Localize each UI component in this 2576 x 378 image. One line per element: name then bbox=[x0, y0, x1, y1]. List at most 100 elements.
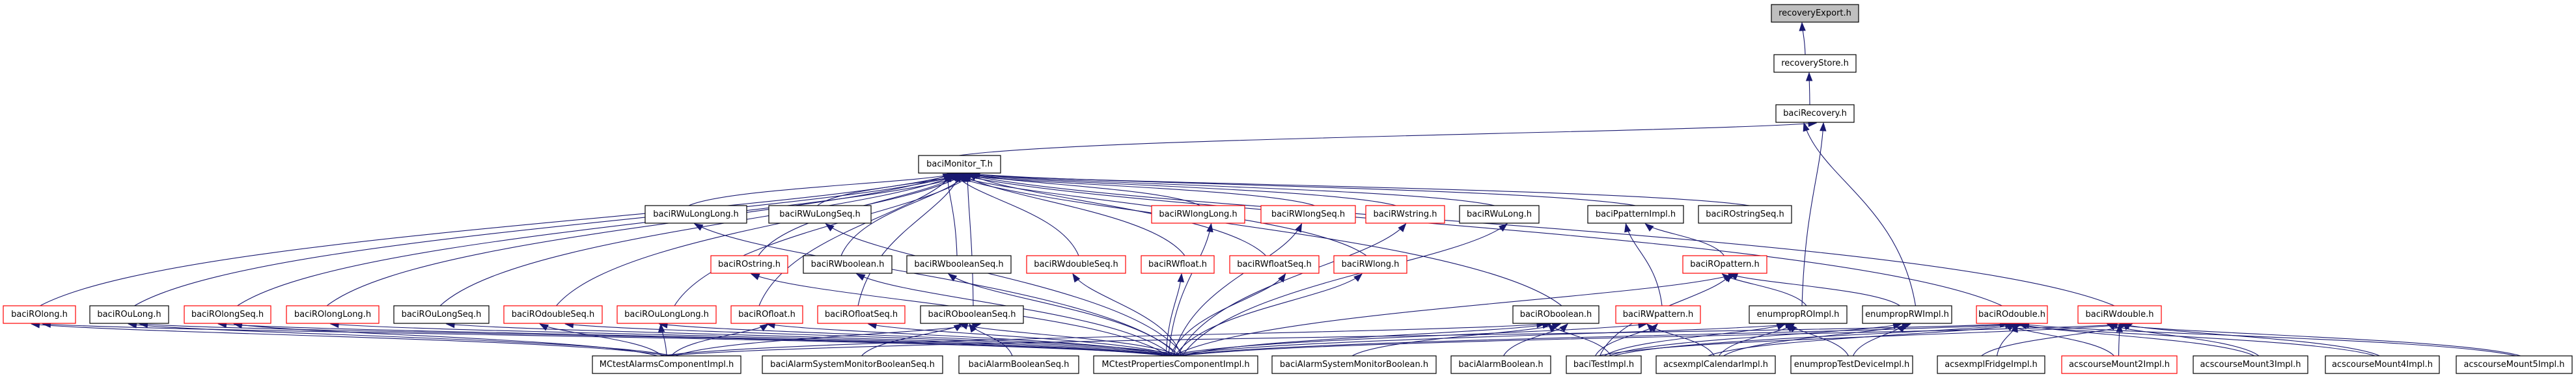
edge-baciROlong-to-baciMonitor_T bbox=[40, 172, 958, 306]
node-baciRWfloatSeq[interactable]: baciRWfloatSeq.h bbox=[1229, 255, 1320, 274]
edge-baciROdoubleSeq-to-baciMonitor_T bbox=[556, 173, 967, 306]
edge-line bbox=[2021, 323, 2517, 357]
node-box bbox=[3, 305, 76, 324]
node-baciROstring[interactable]: baciROstring.h bbox=[710, 255, 788, 274]
edge-baciTestImpl-to-baciROboolean bbox=[1547, 323, 1611, 357]
node-MCtestAlarmsComponentImpl[interactable]: MCtestAlarmsComponentImpl.h bbox=[592, 355, 741, 374]
node-box bbox=[1459, 205, 1540, 224]
edge-line bbox=[1609, 323, 1902, 357]
edge-line bbox=[439, 173, 959, 306]
node-baciROlongLong[interactable]: baciROlongLong.h bbox=[286, 305, 380, 324]
node-baciAlarmBooleanSeq[interactable]: baciAlarmBooleanSeq.h bbox=[958, 355, 1079, 374]
node-baciRWlongLong[interactable]: baciRWlongLong.h bbox=[1151, 205, 1245, 224]
edge-line bbox=[556, 173, 966, 306]
node-baciROlongSeq[interactable]: baciROlongSeq.h bbox=[184, 305, 271, 324]
node-baciROpattern[interactable]: baciROpattern.h bbox=[1682, 255, 1767, 274]
node-baciROfloatSeq[interactable]: baciROfloatSeq.h bbox=[817, 305, 906, 324]
node-baciAlarmBoolean[interactable]: baciAlarmBoolean.h bbox=[1450, 355, 1551, 374]
edge-line bbox=[565, 323, 1182, 357]
node-baciRWdoubleSeq[interactable]: baciRWdoubleSeq.h bbox=[1026, 255, 1126, 274]
node-box bbox=[2456, 355, 2573, 374]
node-box bbox=[958, 355, 1079, 374]
node-box bbox=[1655, 355, 1776, 374]
arrowhead-icon bbox=[1278, 273, 1286, 283]
node-baciROdoubleSeq[interactable]: baciROdoubleSeq.h bbox=[503, 305, 603, 324]
edge-MCtestPropertiesComponentImpl-to-baciROboolean bbox=[1183, 321, 1552, 357]
node-label: acscourseMount5Impl.h bbox=[2463, 360, 2564, 370]
node-baciROfloat[interactable]: baciROfloat.h bbox=[730, 305, 803, 324]
edge-MCtestPropertiesComponentImpl-to-baciRWfloat bbox=[1165, 273, 1185, 357]
edge-baciAlarmBoolean-to-baciROboolean bbox=[1503, 323, 1569, 357]
node-baciROstringSeq[interactable]: baciROstringSeq.h bbox=[1698, 205, 1792, 224]
edge-line bbox=[1646, 323, 1715, 357]
node-baciRecovery[interactable]: baciRecovery.h bbox=[1775, 104, 1855, 123]
node-baciAlarmSystemMonitorBooleanSeq[interactable]: baciAlarmSystemMonitorBooleanSeq.h bbox=[762, 355, 943, 374]
arrowhead-icon bbox=[825, 223, 835, 232]
node-acscourseMount2Impl[interactable]: acscourseMount2Impl.h bbox=[2061, 355, 2178, 374]
node-label: acscourseMount2Impl.h bbox=[2069, 360, 2170, 370]
node-baciRWuLongLong[interactable]: baciRWuLongLong.h bbox=[644, 205, 747, 224]
node-enumpropROImpl[interactable]: enumpropROImpl.h bbox=[1749, 305, 1848, 324]
node-label: baciROdoubleSeq.h bbox=[512, 310, 594, 319]
edge-baciROuLong-to-baciMonitor_T bbox=[134, 172, 965, 306]
node-box bbox=[762, 355, 943, 374]
edge-MCtestAlarmsComponentImpl-to-baciROfloat bbox=[671, 323, 769, 357]
node-baciRWboolean[interactable]: baciRWboolean.h bbox=[803, 255, 893, 274]
edge-line bbox=[2107, 323, 2260, 357]
edge-baciMonitor_T-to-baciRecovery bbox=[958, 120, 1818, 156]
node-acscourseMount4Impl[interactable]: acscourseMount4Impl.h bbox=[2325, 355, 2440, 374]
node-baciRWuLong[interactable]: baciRWuLong.h bbox=[1459, 205, 1540, 224]
node-baciRObooleanSeq[interactable]: baciRObooleanSeq.h bbox=[920, 305, 1024, 324]
node-baciRWdouble[interactable]: baciRWdouble.h bbox=[2077, 305, 2162, 324]
node-acscourseMount3Impl[interactable]: acscourseMount3Impl.h bbox=[2193, 355, 2308, 374]
edge-line bbox=[1351, 323, 1561, 357]
edge-line bbox=[237, 173, 971, 306]
node-enumpropRWImpl[interactable]: enumpropRWImpl.h bbox=[1862, 305, 1952, 324]
node-acsexmplFridgeImpl[interactable]: acsexmplFridgeImpl.h bbox=[1937, 355, 2045, 374]
node-baciROuLongSeq[interactable]: baciROuLongSeq.h bbox=[393, 305, 490, 324]
node-recoveryStore[interactable]: recoveryStore.h bbox=[1773, 54, 1857, 73]
arrowhead-icon bbox=[759, 323, 769, 332]
edge-line bbox=[969, 173, 1200, 206]
edge-acscourseMount5Impl-to-baciROdouble bbox=[2020, 321, 2517, 357]
node-label: baciRObooleanSeq.h bbox=[928, 310, 1016, 319]
node-baciRWfloat[interactable]: baciRWfloat.h bbox=[1141, 255, 1215, 274]
node-box bbox=[644, 205, 747, 224]
node-acscourseMount5Impl[interactable]: acscourseMount5Impl.h bbox=[2456, 355, 2573, 374]
node-baciROboolean[interactable]: baciROboolean.h bbox=[1512, 305, 1600, 324]
node-box bbox=[616, 305, 717, 324]
edge-line bbox=[31, 323, 669, 357]
node-box bbox=[1151, 205, 1245, 224]
node-MCtestPropertiesComponentImpl[interactable]: MCtestPropertiesComponentImpl.h bbox=[1093, 355, 1258, 374]
node-acsexmplCalendarImpl[interactable]: acsexmplCalendarImpl.h bbox=[1655, 355, 1776, 374]
edge-line bbox=[1174, 273, 1363, 357]
node-box bbox=[1365, 205, 1445, 224]
node-baciTestImpl[interactable]: baciTestImpl.h bbox=[1566, 355, 1642, 374]
node-label: baciPpatternImpl.h bbox=[1596, 209, 1676, 219]
edge-MCtestPropertiesComponentImpl-to-baciRWlongLong bbox=[1168, 223, 1213, 357]
node-enumpropTestDeviceImpl[interactable]: enumpropTestDeviceImpl.h bbox=[1790, 355, 1913, 374]
node-box bbox=[1775, 104, 1855, 123]
node-baciMonitor_T[interactable]: baciMonitor_T.h bbox=[918, 155, 1001, 174]
node-baciRWuLongSeq[interactable]: baciRWuLongSeq.h bbox=[768, 205, 872, 224]
node-baciRWlongSeq[interactable]: baciRWlongSeq.h bbox=[1260, 205, 1356, 224]
node-baciAlarmSystemMonitorBoolean[interactable]: baciAlarmSystemMonitorBoolean.h bbox=[1271, 355, 1437, 374]
node-label: enumpropRWImpl.h bbox=[1865, 310, 1949, 319]
edge-acsexmplFridgeImpl-to-baciROdouble bbox=[1996, 323, 2018, 357]
node-box bbox=[2077, 305, 2162, 324]
node-baciPpatternImpl[interactable]: baciPpatternImpl.h bbox=[1587, 205, 1684, 224]
edge-line bbox=[446, 323, 1177, 357]
node-baciRWlong[interactable]: baciRWlong.h bbox=[1333, 255, 1407, 274]
arrowhead-icon bbox=[1177, 273, 1185, 282]
node-baciROdouble[interactable]: baciROdouble.h bbox=[1976, 305, 2048, 324]
node-baciROuLong[interactable]: baciROuLong.h bbox=[89, 305, 169, 324]
node-baciROlong[interactable]: baciROlong.h bbox=[3, 305, 76, 324]
edge-baciRecovery-to-recoveryStore bbox=[1805, 72, 1813, 105]
node-baciRWstring[interactable]: baciRWstring.h bbox=[1365, 205, 1445, 224]
edge-line bbox=[817, 173, 963, 206]
edge-baciRWdoubleSeq-to-baciMonitor_T bbox=[954, 172, 1079, 256]
node-baciROuLongLong[interactable]: baciROuLongLong.h bbox=[616, 305, 717, 324]
node-baciRWbooleanSeq[interactable]: baciRWbooleanSeq.h bbox=[906, 255, 1012, 274]
node-baciRWpattern[interactable]: baciRWpattern.h bbox=[1615, 305, 1701, 324]
